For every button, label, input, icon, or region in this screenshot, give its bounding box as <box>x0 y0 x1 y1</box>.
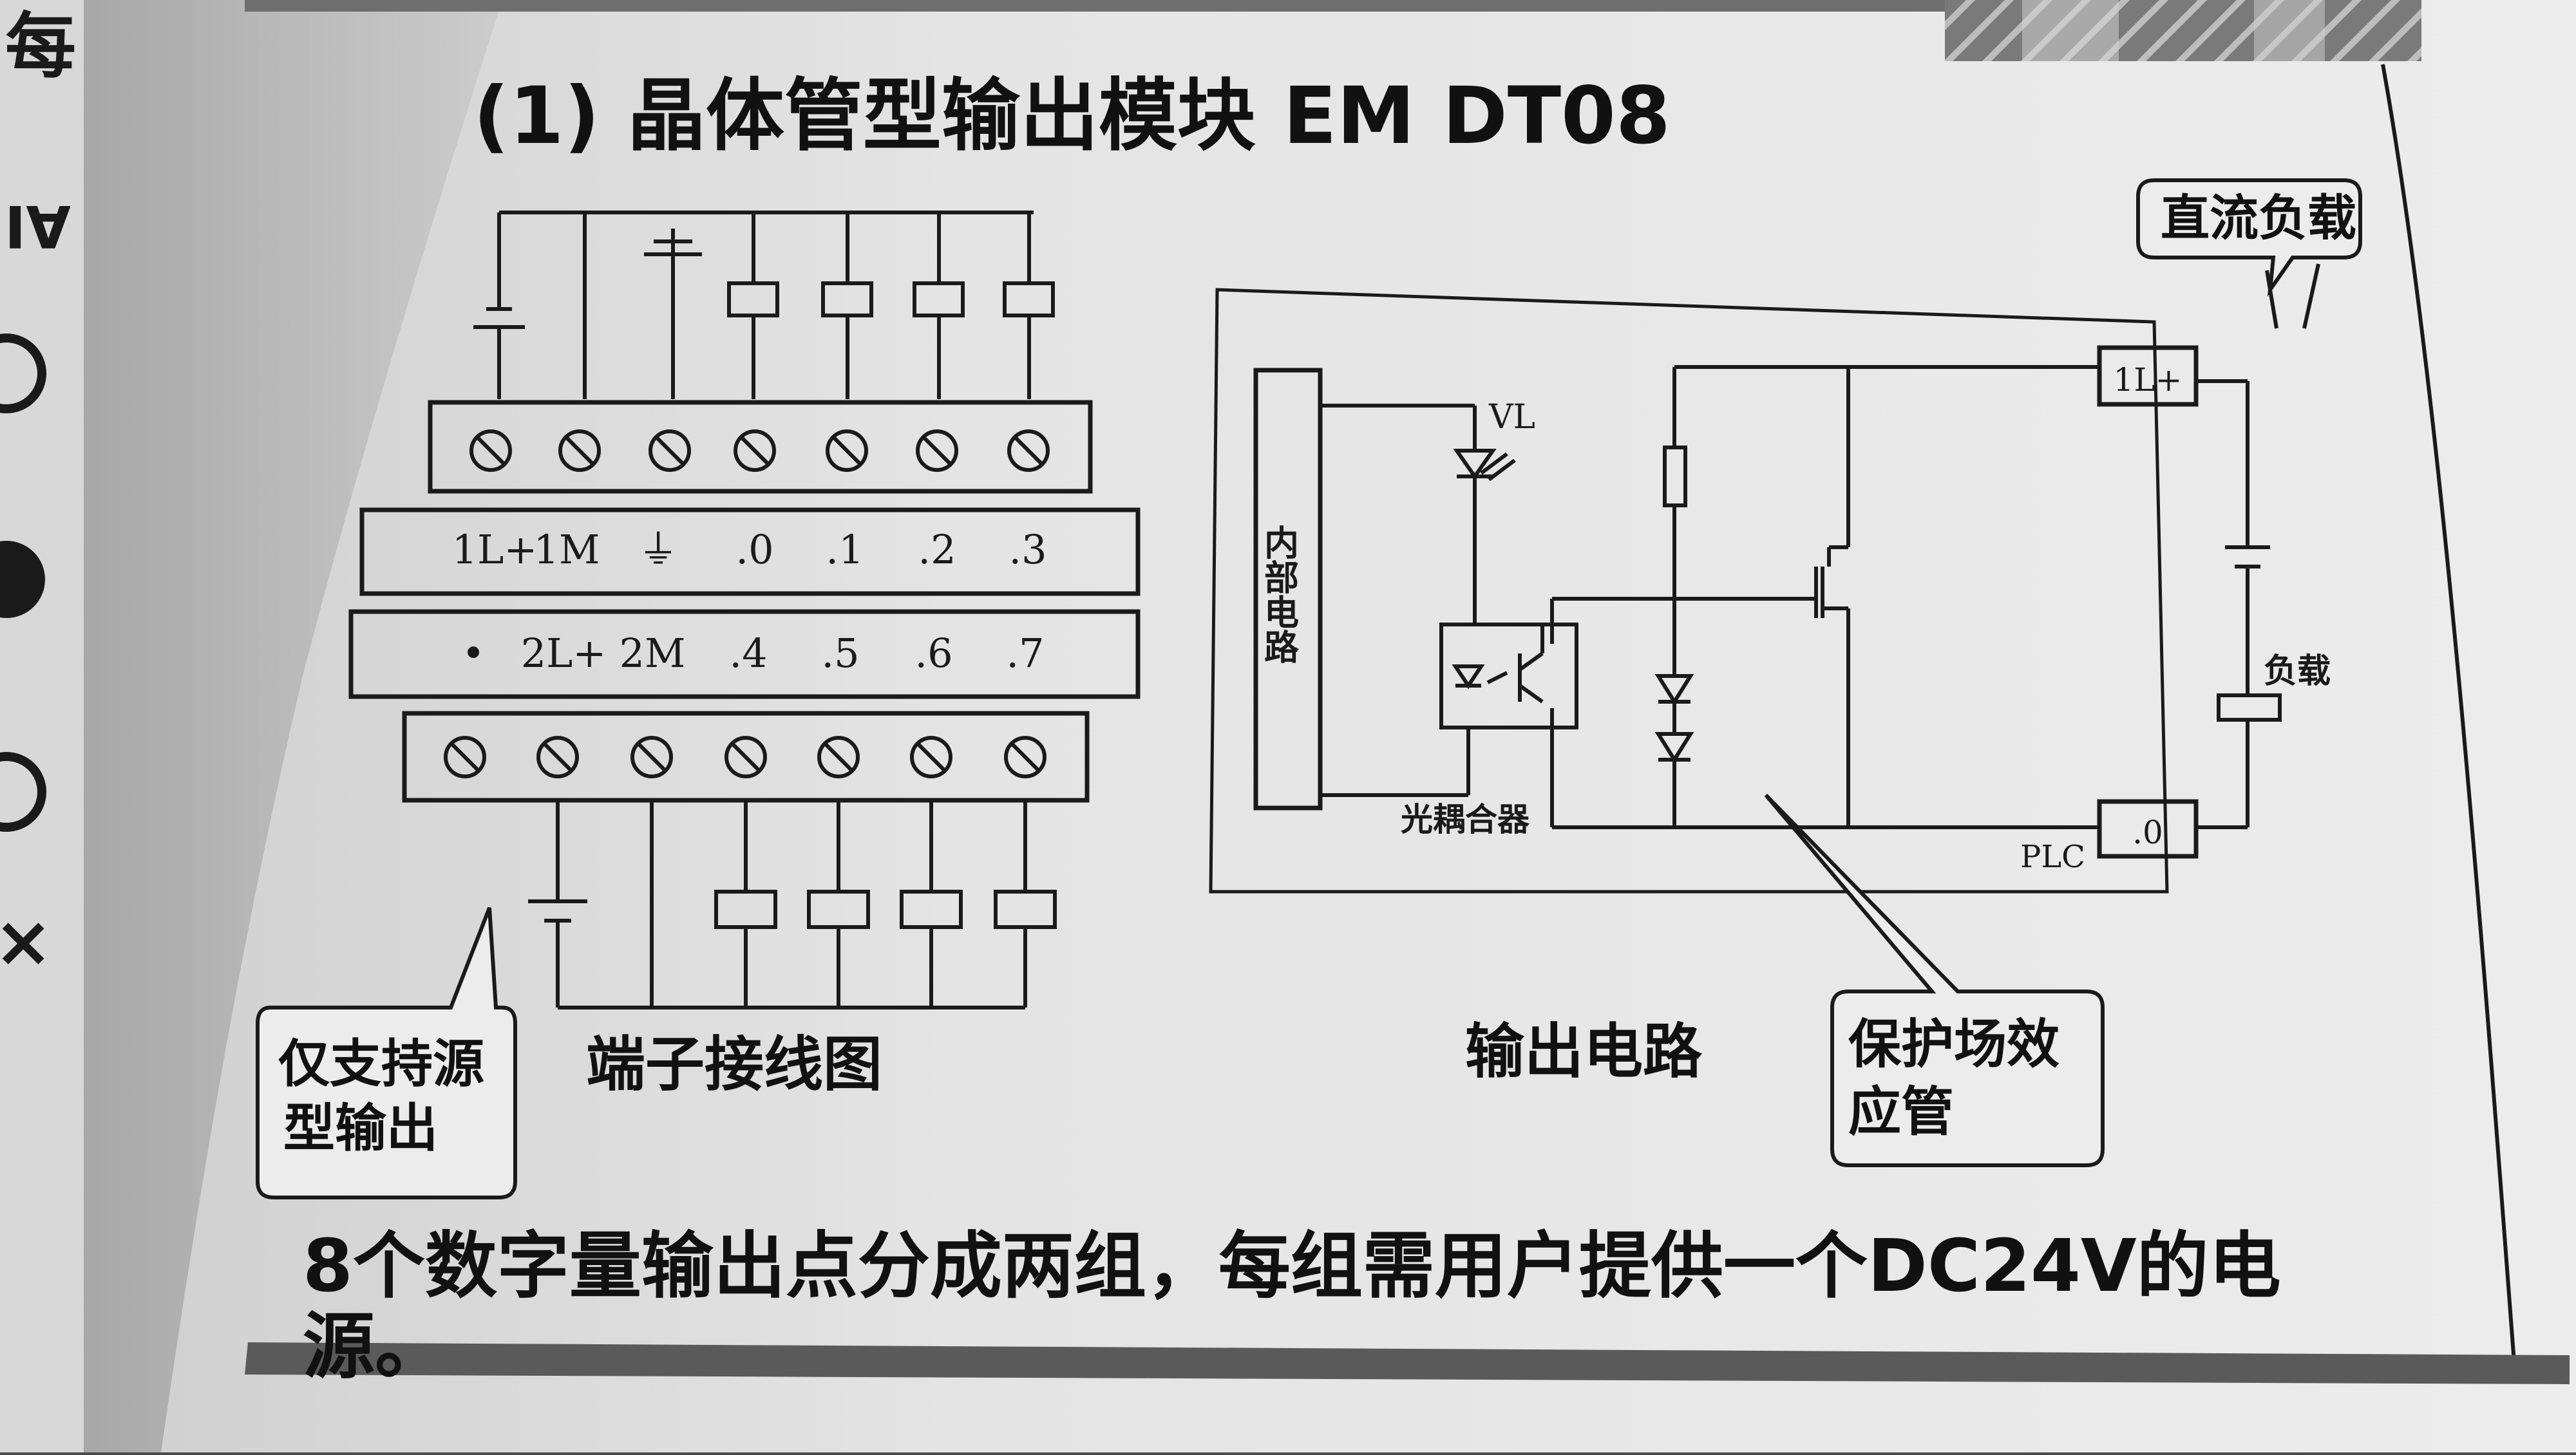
terminal-label: 1M <box>534 526 600 573</box>
internal-circuit-label: 内部电路 <box>1258 525 1299 664</box>
terminal-diagram-caption: 端子接线图 <box>586 1030 882 1099</box>
terminal-diagram <box>348 211 1141 1009</box>
callout-dc-load: 直流负载 <box>2136 178 2362 297</box>
header-photo-strip <box>1945 0 2421 61</box>
terminal-label: • <box>462 630 486 677</box>
terminal-label: .2 <box>918 526 956 573</box>
load-label: 负载 <box>2264 652 2331 691</box>
label-strip-bottom <box>348 609 1141 699</box>
internal-circuit-box <box>1253 368 1323 811</box>
callout-source-only: 仅支持源 型输出 <box>256 906 517 1199</box>
page-title: (1) 晶体管型输出模块 EM DT08 <box>473 70 1671 162</box>
svg-text:×: × <box>0 900 53 982</box>
svg-text:应管: 应管 <box>1848 1082 1954 1143</box>
label-strip-top <box>359 507 1141 596</box>
bottom-rule <box>245 1342 2570 1384</box>
output-circuit <box>1209 263 2320 894</box>
terminal-label: ⏚ <box>638 526 678 573</box>
terminal-label: .6 <box>914 630 952 677</box>
page-shadow <box>84 0 502 1452</box>
terminal-label: 1L+ <box>452 526 538 573</box>
svg-text:型输出: 型输出 <box>283 1098 438 1158</box>
terminal-block-top <box>428 400 1093 494</box>
terminal-label: .4 <box>729 630 767 677</box>
terminal-label: .7 <box>1006 630 1044 677</box>
svg-text:每: 每 <box>5 5 76 88</box>
terminal-labels-bottom: • 2L+ 2M .4 .5 .6 .7 <box>462 630 1045 677</box>
terminal-1l-box <box>2097 345 2199 407</box>
terminal-label: 2L+ <box>521 630 607 677</box>
plc-label: PLC <box>2020 839 2085 875</box>
vl-label: VL <box>1488 398 1535 436</box>
panel-right-edge <box>2381 64 2517 1372</box>
optocoupler-label: 光耦合器 <box>1401 801 1530 838</box>
screws-top <box>469 429 1050 472</box>
left-page-strip <box>0 0 84 1452</box>
terminal-label: 2M <box>620 630 686 677</box>
svg-text:直流负载: 直流负载 <box>2161 189 2356 247</box>
top-border <box>245 0 1951 12</box>
left-page-glyphs: 每 AI × <box>0 5 76 982</box>
screws-bottom <box>444 736 1046 778</box>
terminal-label: .3 <box>1009 526 1046 573</box>
terminal-label: .5 <box>821 630 859 677</box>
svg-text:AI: AI <box>5 192 71 259</box>
terminal-label: .1 <box>826 526 864 573</box>
callout-protect-fet: 保护场效 应管 <box>1764 793 2105 1167</box>
footer-text-line1: 8个数字量输出点分成两组，每组需用户提供一个DC24V的电 <box>303 1225 2281 1308</box>
terminal-labels-top: 1L+ 1M ⏚ .0 .1 .2 .3 <box>452 526 1047 573</box>
svg-text:保护场效: 保护场效 <box>1848 1014 2060 1075</box>
footer-text-line2: 源。 <box>303 1305 447 1389</box>
output-circuit-caption: 输出电路 <box>1465 1017 1703 1086</box>
terminal-label: .0 <box>735 526 773 573</box>
svg-text:仅支持源: 仅支持源 <box>278 1034 484 1094</box>
terminal-1l-label: 1L+ <box>2114 361 2183 399</box>
terminal-0-label: .0 <box>2132 814 2163 851</box>
